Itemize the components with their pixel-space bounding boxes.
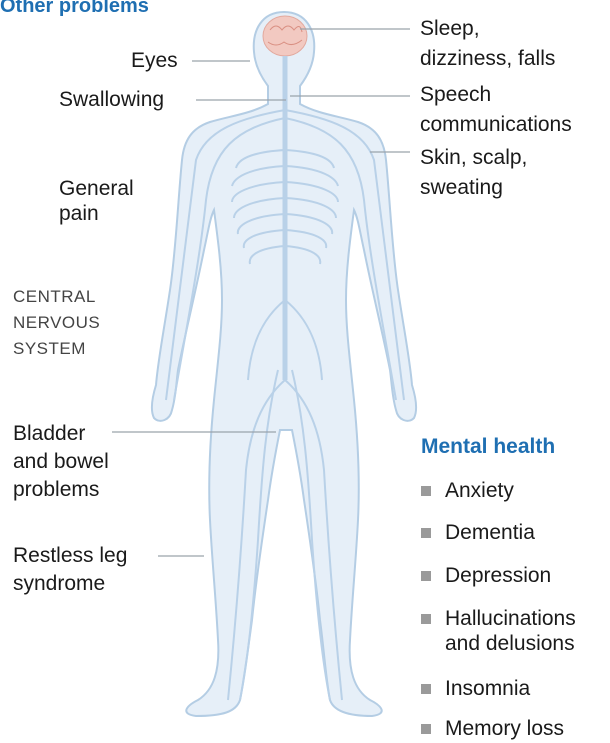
bullet-icon xyxy=(421,486,431,496)
label-eyes: Eyes xyxy=(131,48,178,73)
label-bladder-bowel: Bladder and bowel problems xyxy=(13,420,109,504)
label-swallowing: Swallowing xyxy=(59,87,164,112)
label-skin: Skin, scalp, sweating xyxy=(420,143,527,203)
label-general-pain: General pain xyxy=(59,176,134,226)
section-title: Other problems xyxy=(0,0,149,18)
bullet-icon xyxy=(421,528,431,538)
bullet-icon xyxy=(421,724,431,734)
bullet-icon xyxy=(421,684,431,694)
label-speech: Speech communications xyxy=(420,80,572,140)
mental-health-title: Mental health xyxy=(421,434,555,459)
bullet-icon xyxy=(421,614,431,624)
bullet-icon xyxy=(421,571,431,581)
brain xyxy=(263,16,307,56)
label-restless-leg: Restless leg syndrome xyxy=(13,542,127,598)
label-central-nervous-system: CENTRAL NERVOUS SYSTEM xyxy=(13,284,100,362)
label-sleep: Sleep, dizziness, falls xyxy=(420,14,555,74)
